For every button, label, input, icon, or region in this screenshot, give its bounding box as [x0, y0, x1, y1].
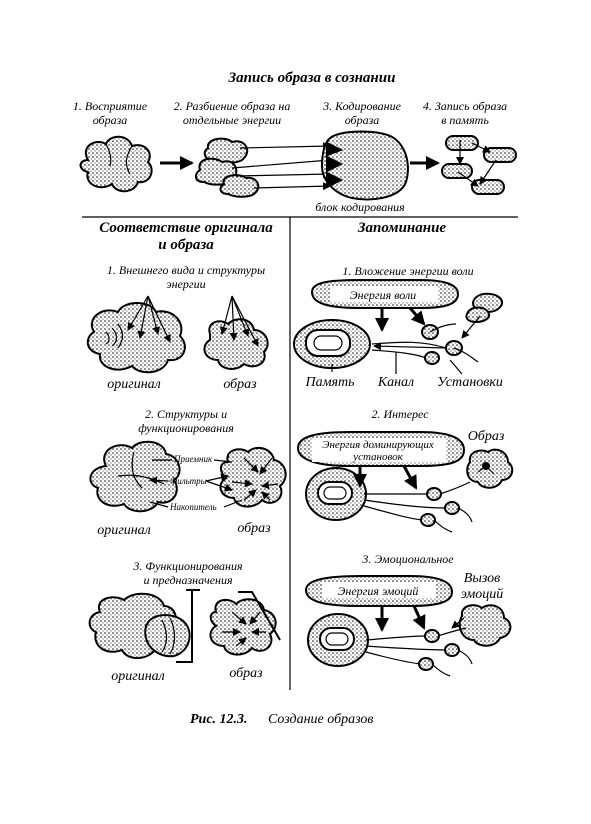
- left-p2-accumulator-label: Накопитель: [169, 502, 217, 512]
- left-p3-original-blob: [88, 589, 200, 663]
- page-title: Запись образа в сознании: [228, 70, 396, 86]
- right-p1-memory: [293, 319, 371, 369]
- right-p3-emotion-blob: [451, 604, 512, 647]
- right-heading: Запоминание: [357, 220, 447, 236]
- right-p1-energy-oval: [310, 279, 460, 309]
- left-p2-image-blob: [219, 446, 287, 508]
- right-p3-title: 3. Эмоциональное: [361, 552, 454, 566]
- left-heading-line1: Соответствие оригинала: [99, 220, 273, 236]
- right-p3-energy-oval: [304, 575, 454, 607]
- step-4-line2: в память: [441, 113, 489, 127]
- step-3-line1: 3. Кодирование: [322, 99, 402, 113]
- left-p1-line2: энергии: [166, 277, 205, 291]
- left-heading-line2: и образа: [158, 237, 214, 253]
- left-p2-line1: 2. Структуры и: [145, 407, 227, 421]
- right-p2-title: 2. Интерес: [371, 407, 429, 421]
- left-p1-original-label: оригинал: [107, 377, 161, 392]
- step-2-line2: отдельные энергии: [183, 113, 281, 127]
- left-p2-original-blob: [89, 440, 181, 513]
- step-1-line1: 1. Восприятие: [73, 99, 148, 113]
- left-p1-image-label: образ: [223, 377, 257, 392]
- left-p2-original-label: оригинал: [97, 523, 151, 538]
- right-p2-memory: [305, 465, 473, 533]
- right-p3-memory: [307, 605, 473, 677]
- left-p3-image-blob: [209, 591, 281, 656]
- right-p1-energy-label: Энергия воли: [350, 288, 416, 302]
- right-p2-energy-line2: установок: [352, 451, 403, 463]
- memory-record: [441, 135, 517, 195]
- left-p1-line1: 1. Внешнего вида и структуры: [107, 263, 265, 277]
- step-2-line1: 2. Разбиение образа на: [174, 99, 291, 113]
- left-p1-image-blob: [203, 295, 269, 370]
- right-p1-channel-label: Канал: [377, 375, 414, 390]
- left-p2-line2: функционирования: [138, 421, 234, 435]
- perceived-image-blob: [79, 135, 153, 193]
- left-p3-original-label: оригинал: [111, 669, 165, 684]
- left-p1-original-blob: [86, 295, 186, 374]
- right-p3-call-line2: эмоций: [461, 587, 504, 602]
- caption-label: Рис. 12.3.: [190, 712, 248, 727]
- right-p2-image-blob: [466, 448, 514, 489]
- step-1-line2: образа: [93, 113, 128, 127]
- left-p3-line1: 3. Функционирования: [132, 559, 243, 573]
- coding-block: [320, 130, 409, 201]
- right-p3-energy-label: Энергия эмоций: [338, 584, 419, 598]
- step-4-line1: 4. Запись образа: [423, 99, 507, 113]
- coding-block-label: блок кодирования: [315, 200, 405, 214]
- caption-text: Создание образов: [268, 712, 373, 727]
- right-p1-title: 1. Вложение энергии воли: [342, 264, 473, 278]
- left-p2-image-label: образ: [237, 521, 271, 536]
- right-p2-energy-oval: [296, 431, 466, 467]
- left-p3-image-label: образ: [229, 666, 263, 681]
- split-energies: [194, 137, 331, 198]
- left-p2-receiver-label: Приемник: [173, 454, 213, 464]
- right-p2-image-label: Образ: [468, 429, 505, 444]
- left-p2-filters-label: Фильтры: [170, 476, 207, 486]
- left-p3-line2: и предназначения: [143, 573, 233, 587]
- right-p1-memory-label: Память: [304, 375, 354, 390]
- right-p1-settings-label: Установки: [437, 375, 503, 390]
- right-p3-call-line1: Вызов: [464, 571, 500, 586]
- right-p2-energy-line1: Энергия доминирующих: [322, 439, 434, 451]
- step-3-line2: образа: [345, 113, 380, 127]
- right-p1-settings: [371, 292, 504, 365]
